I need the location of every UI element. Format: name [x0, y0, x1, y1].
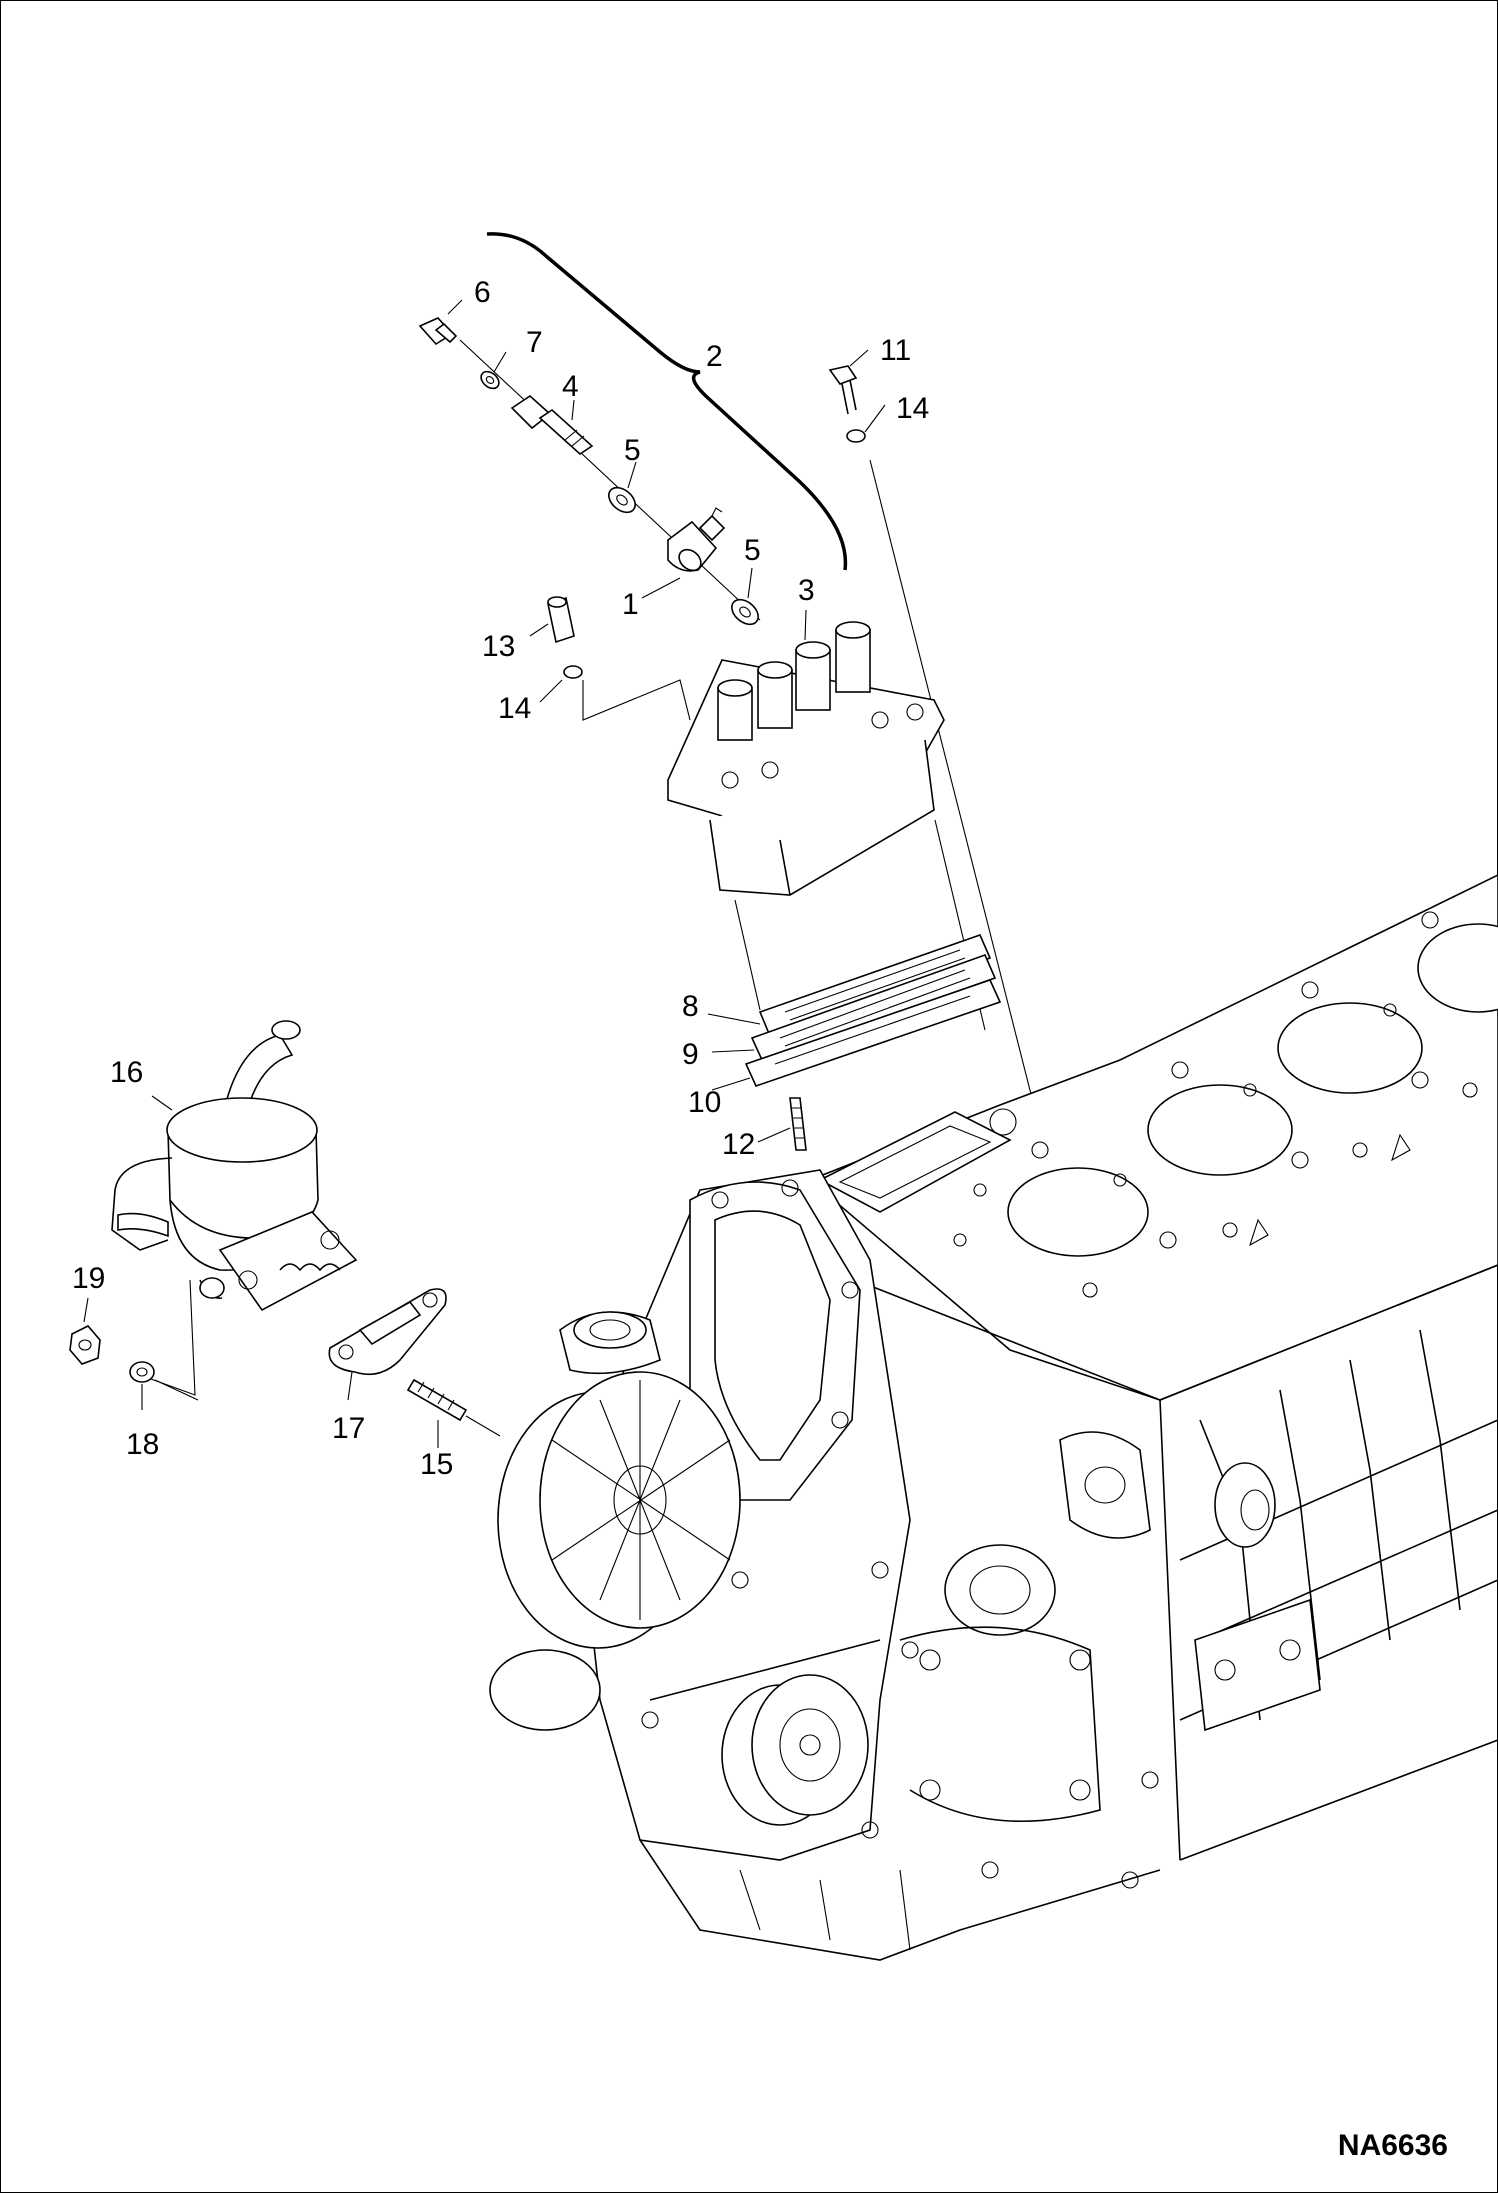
callout-7: 7	[526, 326, 543, 359]
callout-17: 17	[332, 1412, 365, 1445]
gasket-17	[328, 1288, 447, 1376]
callout-19: 19	[72, 1262, 105, 1295]
callout-14-lower: 14	[498, 692, 531, 725]
injection-pump	[667, 621, 986, 1031]
callout-2: 2	[706, 340, 723, 373]
callout-9: 9	[682, 1038, 699, 1071]
callout-13: 13	[482, 630, 515, 663]
callout-8: 8	[682, 990, 699, 1023]
callout-18: 18	[126, 1428, 159, 1461]
fuel-feed-pump	[111, 1020, 358, 1396]
callout-12: 12	[722, 1128, 755, 1161]
callout-15: 15	[420, 1448, 453, 1481]
callout-11: 11	[880, 334, 911, 367]
stud-12	[789, 1097, 807, 1151]
callout-3: 3	[798, 574, 815, 607]
banjo-bolt-group	[418, 317, 761, 626]
bolt-11-group	[828, 365, 1036, 1111]
callout-14-upper: 14	[896, 392, 929, 425]
gasket-stack	[744, 933, 1002, 1087]
spacer-13-group	[547, 596, 691, 721]
callout-5-lower: 5	[744, 534, 761, 567]
callout-6: 6	[474, 276, 491, 309]
leader-lines	[83, 299, 886, 1448]
callout-10: 10	[688, 1086, 721, 1119]
callout-1: 1	[622, 588, 639, 621]
diagram-part-code: NA6636	[1337, 2129, 1448, 2162]
callout-labels: 6 7 2 4 5 5 1 3 11 14 13 14 8 9 10 12 16…	[72, 276, 929, 1481]
nut-19-washer-18	[69, 1325, 199, 1401]
callout-4: 4	[562, 370, 579, 403]
assembly-brace	[486, 232, 848, 571]
engine-block	[489, 874, 1498, 1961]
callout-16: 16	[110, 1056, 143, 1089]
stud-15	[406, 1378, 501, 1437]
callout-5-upper: 5	[624, 434, 641, 467]
